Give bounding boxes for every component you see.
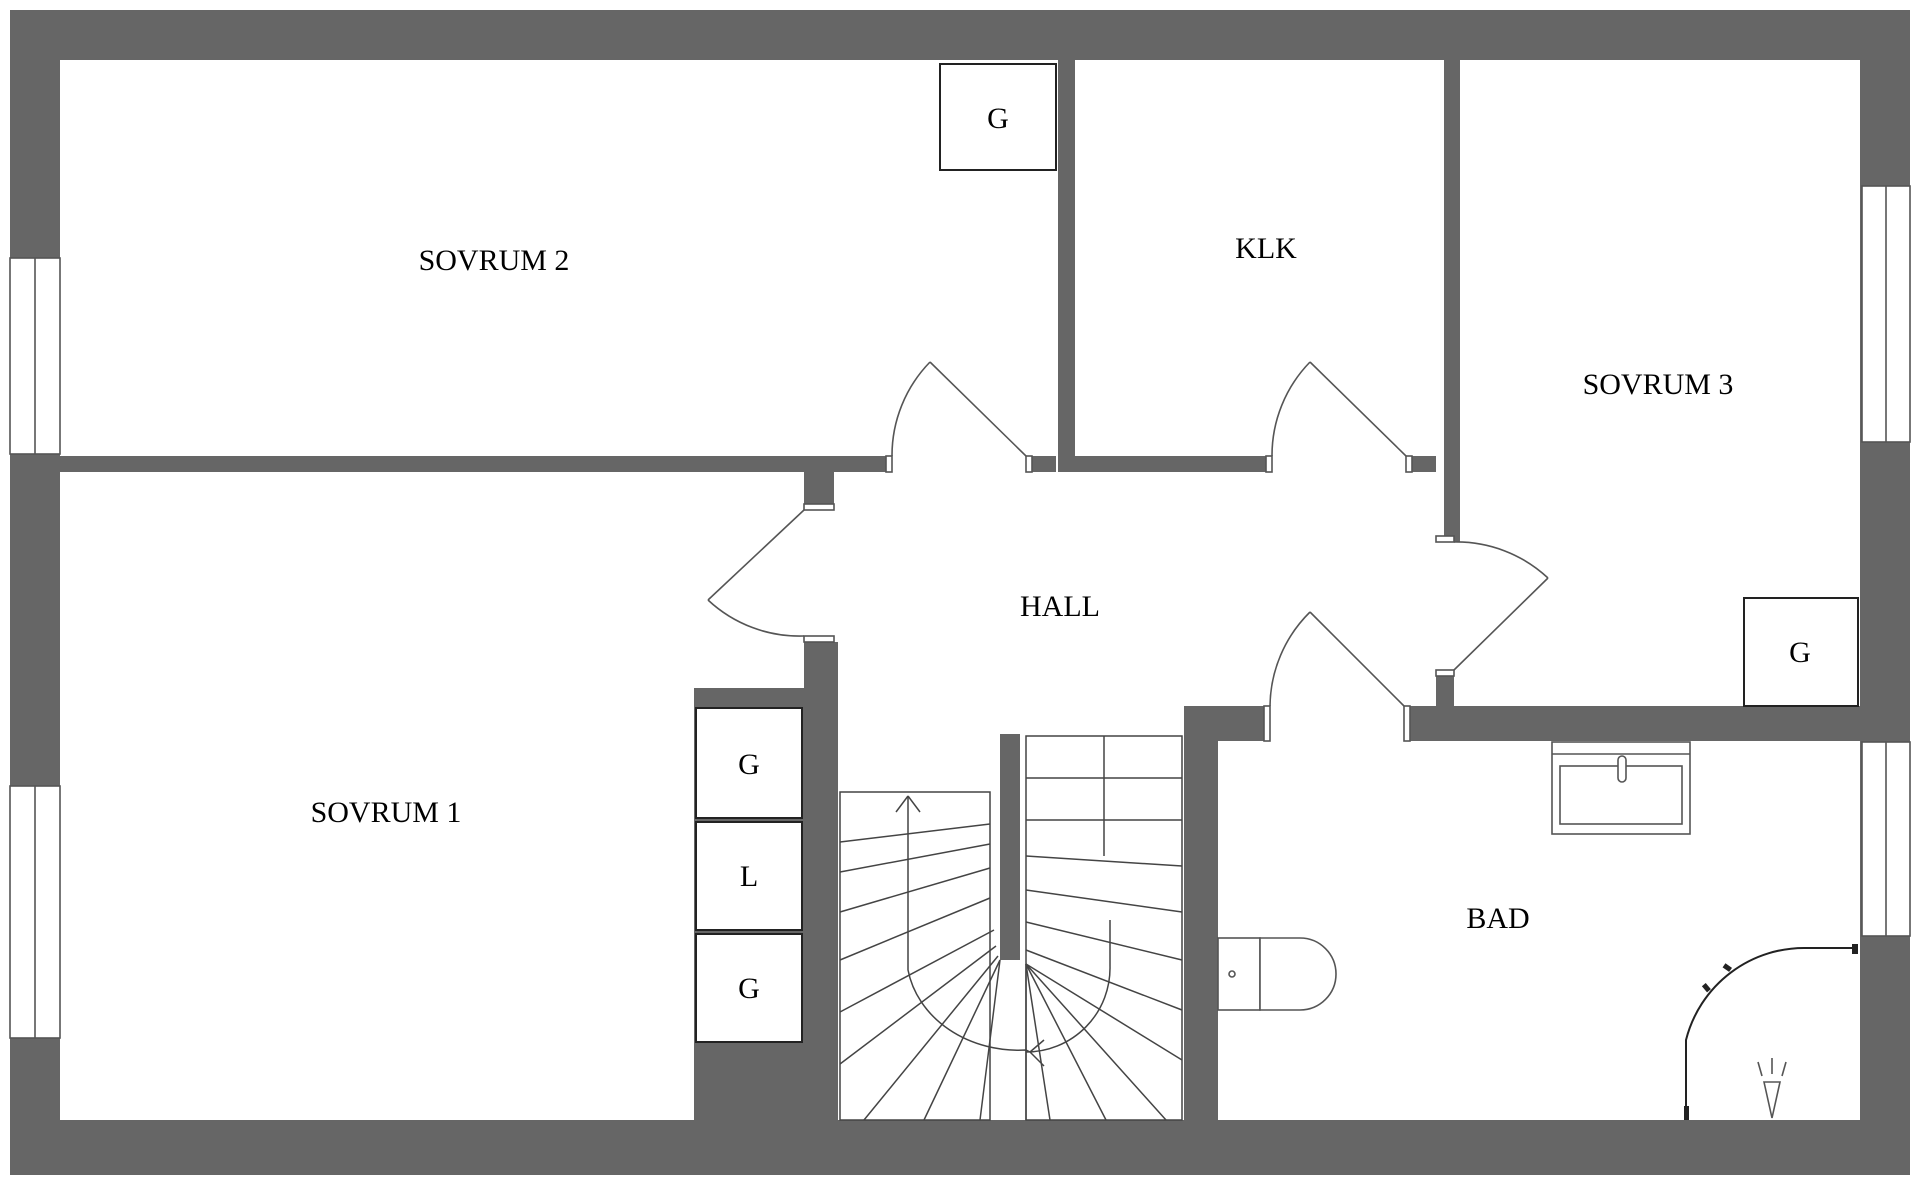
closet-g-bottom-label: G bbox=[738, 972, 760, 1005]
interior-walls bbox=[60, 60, 1860, 1120]
room-label-sovrum2: SOVRUM 2 bbox=[419, 244, 570, 277]
window-sovrum3 bbox=[1861, 185, 1911, 443]
door-klk bbox=[1265, 361, 1413, 473]
doors bbox=[707, 361, 1549, 742]
room-label-bad: BAD bbox=[1466, 902, 1529, 935]
door-sovrum2 bbox=[885, 361, 1033, 473]
door-sovrum1 bbox=[707, 503, 835, 643]
wardrobe-sovrum2-label: G bbox=[987, 102, 1009, 135]
staircase bbox=[839, 735, 1183, 1121]
closet-block: G L G bbox=[695, 707, 803, 1043]
closet-l-label: L bbox=[740, 860, 758, 893]
door-bad bbox=[1263, 611, 1411, 742]
windows bbox=[9, 185, 1911, 1039]
window-bad bbox=[1861, 741, 1911, 937]
door-sovrum3 bbox=[1435, 535, 1549, 677]
window-sovrum2 bbox=[9, 257, 61, 455]
sink-icon bbox=[1551, 741, 1691, 835]
wardrobe-sovrum3: G bbox=[1743, 597, 1859, 707]
shower-icon bbox=[1684, 944, 1858, 1120]
wardrobe-sovrum3-label: G bbox=[1789, 636, 1811, 669]
toilet-icon bbox=[1217, 937, 1337, 1011]
room-label-sovrum1: SOVRUM 1 bbox=[311, 796, 462, 829]
wardrobe-sovrum2: G bbox=[939, 63, 1057, 171]
room-label-sovrum3: SOVRUM 3 bbox=[1583, 368, 1734, 401]
room-label-klk: KLK bbox=[1235, 232, 1297, 265]
window-sovrum1 bbox=[9, 785, 61, 1039]
closet-g-top-label: G bbox=[738, 748, 760, 781]
room-label-hall: HALL bbox=[1020, 590, 1100, 623]
room-labels: SOVRUM 2 KLK SOVRUM 3 HALL SOVRUM 1 BAD bbox=[311, 232, 1734, 935]
outer-walls bbox=[10, 10, 1910, 1175]
